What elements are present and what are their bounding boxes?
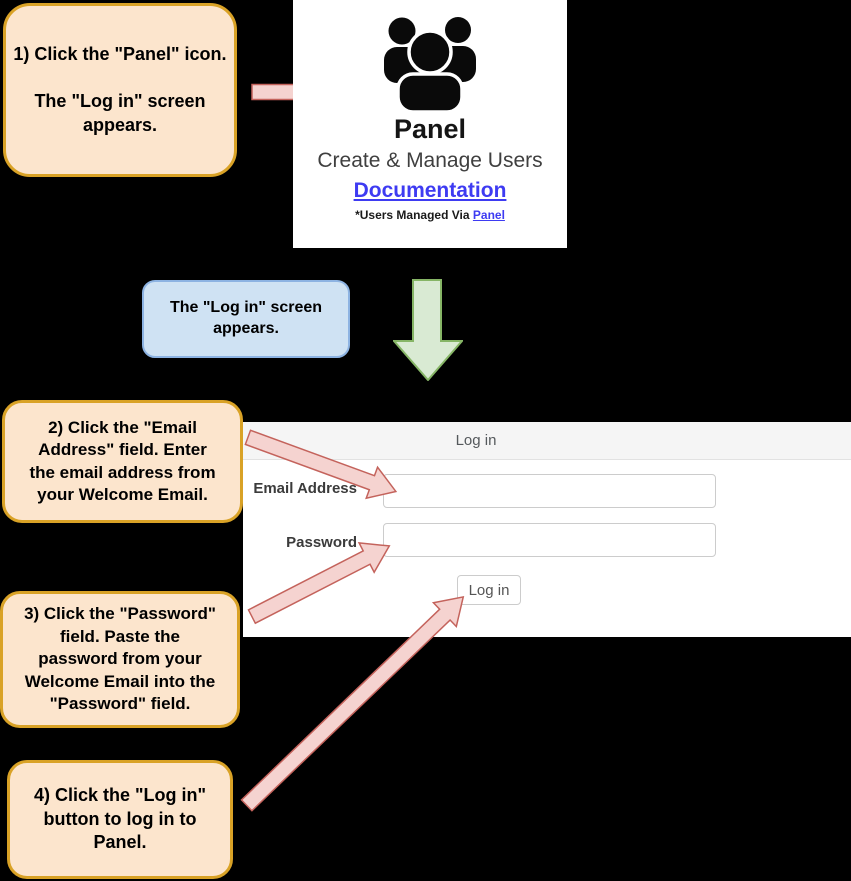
arrow-to-password-field	[247, 542, 391, 625]
panel-app-card[interactable]: Panel Create & Manage Users Documentatio…	[293, 0, 567, 248]
email-input[interactable]	[383, 474, 716, 508]
documentation-link[interactable]: Documentation	[353, 179, 507, 202]
login-form-title: Log in	[455, 432, 497, 449]
email-label: Email Address	[253, 480, 357, 497]
flow-down-arrow	[393, 279, 463, 381]
password-label: Password	[286, 534, 357, 551]
step4-callout: 4) Click the "Log in" button to log in t…	[7, 760, 233, 879]
password-input[interactable]	[383, 523, 716, 557]
step1-callout: 1) Click the "Panel" icon. The "Log in" …	[3, 3, 237, 177]
panel-card-subtitle: Create & Manage Users	[317, 149, 543, 172]
step1-callout-text: 1) Click the "Panel" icon. The "Log in" …	[13, 43, 227, 135]
footnote-text: *Users Managed Via	[355, 208, 473, 222]
arrow-to-email-field	[244, 429, 398, 500]
login-screen-note-text: The "Log in" screen appears.	[169, 299, 323, 337]
users-group-icon[interactable]	[293, 14, 567, 114]
login-form: Log in Email Address Password Log in	[243, 422, 851, 637]
login-screen-note: The "Log in" screen appears.	[142, 280, 350, 358]
step3-callout: 3) Click the "Password" field. Paste the…	[0, 591, 240, 728]
arrow-to-login-button	[240, 595, 465, 812]
login-form-header: Log in	[243, 422, 851, 460]
footnote-panel-link[interactable]: Panel	[472, 208, 505, 222]
login-button[interactable]: Log in	[457, 575, 521, 605]
step2-callout: 2) Click the "Email Address" field. Ente…	[2, 400, 243, 523]
step2-callout-text: 2) Click the "Email Address" field. Ente…	[29, 417, 216, 504]
panel-card-footnote: *Users Managed Via Panel	[293, 208, 567, 222]
step4-callout-text: 4) Click the "Log in" button to log in t…	[33, 784, 207, 853]
step3-callout-text: 3) Click the "Password" field. Paste the…	[24, 604, 216, 714]
panel-card-title: Panel	[393, 114, 467, 144]
